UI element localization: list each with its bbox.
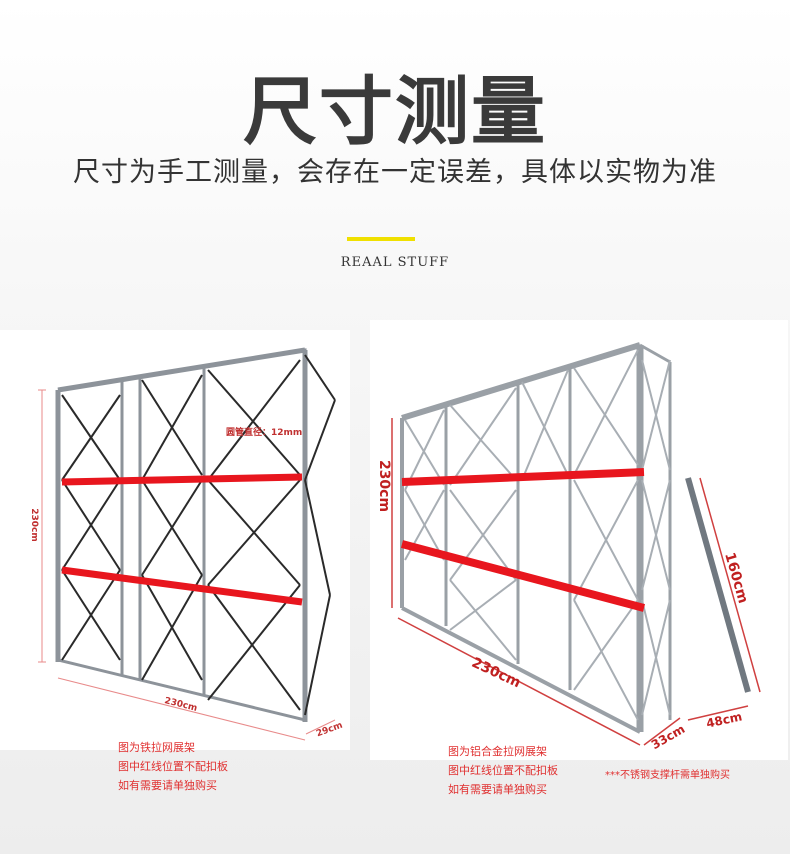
right-height-label: 230cm — [376, 459, 393, 513]
red-rail-upper — [61, 473, 303, 486]
red-rail-lower — [400, 540, 646, 612]
left-note-2: 图中红线位置不配扣板 — [118, 760, 228, 773]
red-rail-upper — [401, 468, 645, 486]
right-notes: 图为铝合金拉网展架 图中红线位置不配扣板 如有需要请单独购买 — [448, 742, 558, 799]
right-frame-drawing — [391, 342, 761, 746]
left-height-label: 230cm — [28, 508, 39, 542]
left-note-1: 图为铁拉网展架 — [118, 741, 195, 754]
page-subtitle: 尺寸为手工测量，会存在一定误差，具体以实物为准 — [73, 157, 717, 188]
page-title: 尺寸测量 — [243, 69, 547, 155]
tube-diameter-label: 圆管直径：12mm — [226, 428, 303, 438]
support-pole-note: ***不锈钢支撑杆需单独购买 — [605, 770, 730, 781]
right-note-3: 如有需要请单独购买 — [448, 783, 547, 796]
red-rail-lower — [61, 566, 303, 606]
left-frame-image: 圆管直径：12mm 230cm 230cm 29cm — [0, 330, 350, 750]
accent-bar — [347, 237, 415, 241]
left-note-3: 如有需要请单独购买 — [118, 779, 217, 792]
left-frame-drawing — [38, 347, 336, 741]
right-note-1: 图为铝合金拉网展架 — [448, 745, 547, 758]
left-notes: 图为铁拉网展架 图中红线位置不配扣板 如有需要请单独购买 — [118, 738, 228, 795]
right-note-2: 图中红线位置不配扣板 — [448, 764, 558, 777]
right-frame-image: 230cm 230cm 33cm 160cm 48cm — [370, 320, 788, 760]
tagline: REAAL STUFF — [340, 255, 450, 270]
support-pole — [685, 477, 751, 693]
